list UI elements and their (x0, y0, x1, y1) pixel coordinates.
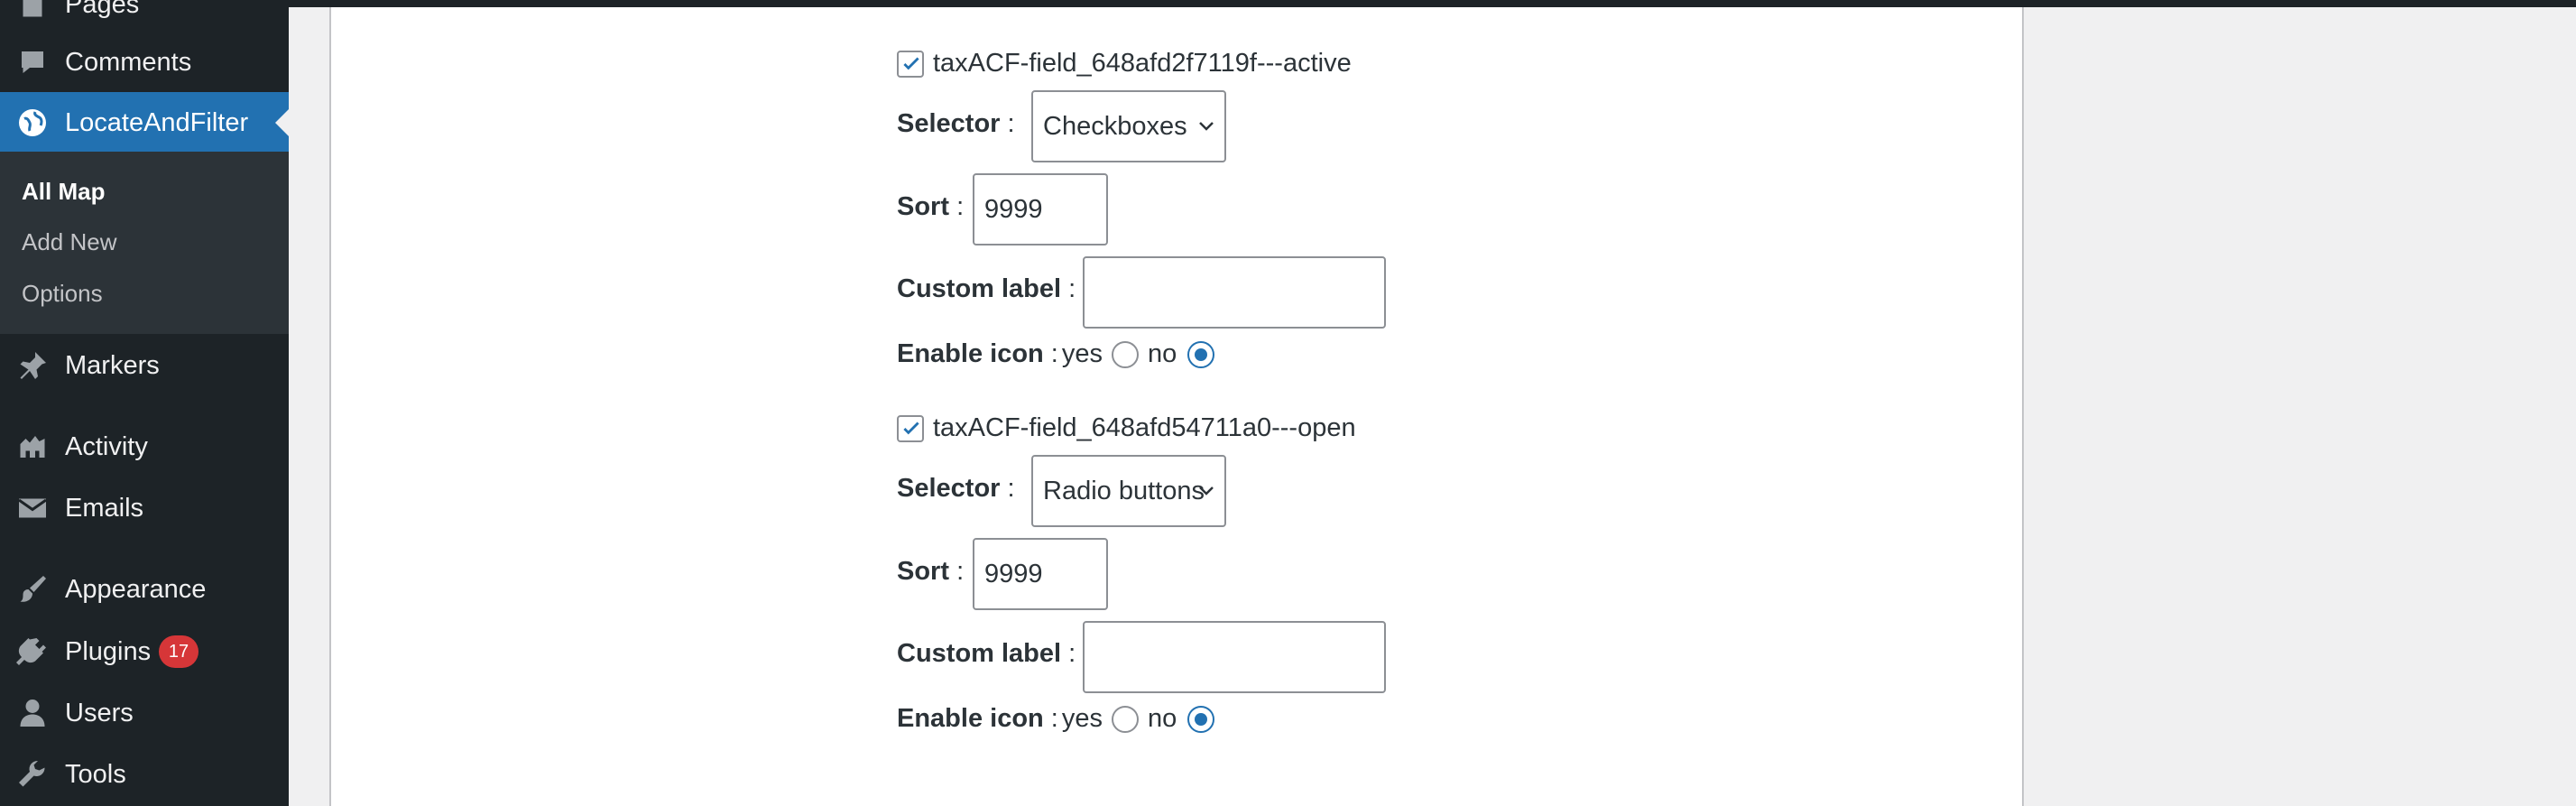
sidebar-item-label: Users (65, 698, 134, 727)
email-icon (14, 490, 51, 526)
enable-icon-label: Enable icon (897, 704, 1044, 733)
comments-icon (14, 44, 51, 80)
chevron-down-icon (1199, 486, 1214, 496)
sidebar-item-label: Tools (65, 759, 126, 789)
sidebar-item-users[interactable]: Users (0, 687, 289, 739)
enable-icon-label: Enable icon (897, 339, 1044, 368)
selector-dropdown[interactable]: Checkboxes (1031, 90, 1226, 162)
sidebar-item-comments[interactable]: Comments (0, 36, 289, 88)
pin-icon (14, 347, 51, 384)
sort-label: Sort : (897, 192, 965, 221)
selector-label: Selector : (897, 109, 1015, 138)
custom-label-input[interactable] (1083, 621, 1386, 693)
enable-icon-yes-radio[interactable] (1111, 340, 1139, 368)
chevron-down-icon (1199, 122, 1214, 131)
custom-label-input[interactable] (1083, 256, 1386, 329)
sidebar-item-appearance[interactable]: Appearance (0, 563, 289, 616)
sidebar-item-activity[interactable]: Activity (0, 421, 289, 473)
selector-value: Checkboxes (1043, 111, 1187, 141)
no-label: no (1147, 339, 1177, 368)
sidebar-item-label: Appearance (65, 574, 207, 604)
enable-icon-no-radio[interactable] (1187, 705, 1215, 733)
pages-icon (14, 0, 51, 23)
selector-dropdown[interactable]: Radio buttons (1031, 455, 1226, 527)
field-name: taxACF-field_648afd54711a0---open (933, 413, 1356, 442)
sidebar-item-markers[interactable]: Markers (0, 339, 289, 392)
no-label: no (1147, 704, 1177, 733)
checkmark-icon (903, 422, 919, 434)
sidebar-item-label: LocateAndFilter (65, 107, 249, 137)
sidebar-submenu: All Map Add New Options (0, 152, 289, 334)
plugins-update-count-badge: 17 (159, 635, 199, 668)
sidebar-item-tools[interactable]: Tools (0, 748, 289, 801)
field-row-title: taxACF-field_648afd54711a0---open (897, 413, 1356, 443)
enable-icon-row: Enable icon : yes no (897, 704, 1220, 734)
submenu-item-add-new[interactable]: Add New (22, 228, 117, 255)
field-enabled-checkbox[interactable] (897, 50, 924, 78)
custom-label-label: Custom label : (897, 274, 1076, 303)
sidebar-item-label: Emails (65, 493, 144, 523)
sidebar-item-emails[interactable]: Emails (0, 482, 289, 534)
yes-label: yes (1061, 339, 1103, 368)
sort-input[interactable]: 9999 (973, 538, 1108, 610)
sidebar-item-locateandfilter[interactable]: LocateAndFilter (0, 92, 289, 153)
sidebar-item-pages[interactable]: Pages (0, 0, 289, 31)
sidebar-item-label: Comments (65, 47, 192, 77)
globe-icon (14, 105, 51, 141)
custom-label-label: Custom label : (897, 639, 1076, 668)
checkmark-icon (903, 57, 919, 69)
field-name: taxACF-field_648afd2f7119f---active (933, 49, 1352, 78)
yes-label: yes (1061, 704, 1103, 733)
sidebar-item-label: Plugins (65, 636, 152, 666)
submenu-item-all-map[interactable]: All Map (22, 178, 106, 205)
sidebar-item-label: Markers (65, 350, 160, 380)
users-icon (14, 695, 51, 731)
enable-icon-no-radio[interactable] (1187, 340, 1215, 368)
sidebar-item-plugins[interactable]: Plugins 17 (0, 625, 289, 678)
selector-value: Radio buttons (1043, 476, 1205, 505)
sort-label: Sort : (897, 557, 965, 586)
field-row-title: taxACF-field_648afd2f7119f---active (897, 49, 1352, 79)
sidebar-item-label: Activity (65, 431, 148, 461)
sort-input[interactable]: 9999 (973, 173, 1108, 246)
activity-icon (14, 429, 51, 465)
enable-icon-yes-radio[interactable] (1111, 705, 1139, 733)
paintbrush-icon (14, 571, 51, 607)
sidebar-item-label: Pages (65, 0, 140, 19)
wrench-icon (14, 756, 51, 792)
top-admin-bar-edge (289, 0, 2576, 7)
enable-icon-row: Enable icon : yes no (897, 339, 1220, 369)
submenu-item-options[interactable]: Options (22, 280, 103, 307)
field-enabled-checkbox[interactable] (897, 414, 924, 442)
plugins-icon (14, 634, 51, 670)
selector-label: Selector : (897, 474, 1015, 503)
admin-sidebar: Pages Comments LocateAndFilter All Map A… (0, 0, 289, 806)
